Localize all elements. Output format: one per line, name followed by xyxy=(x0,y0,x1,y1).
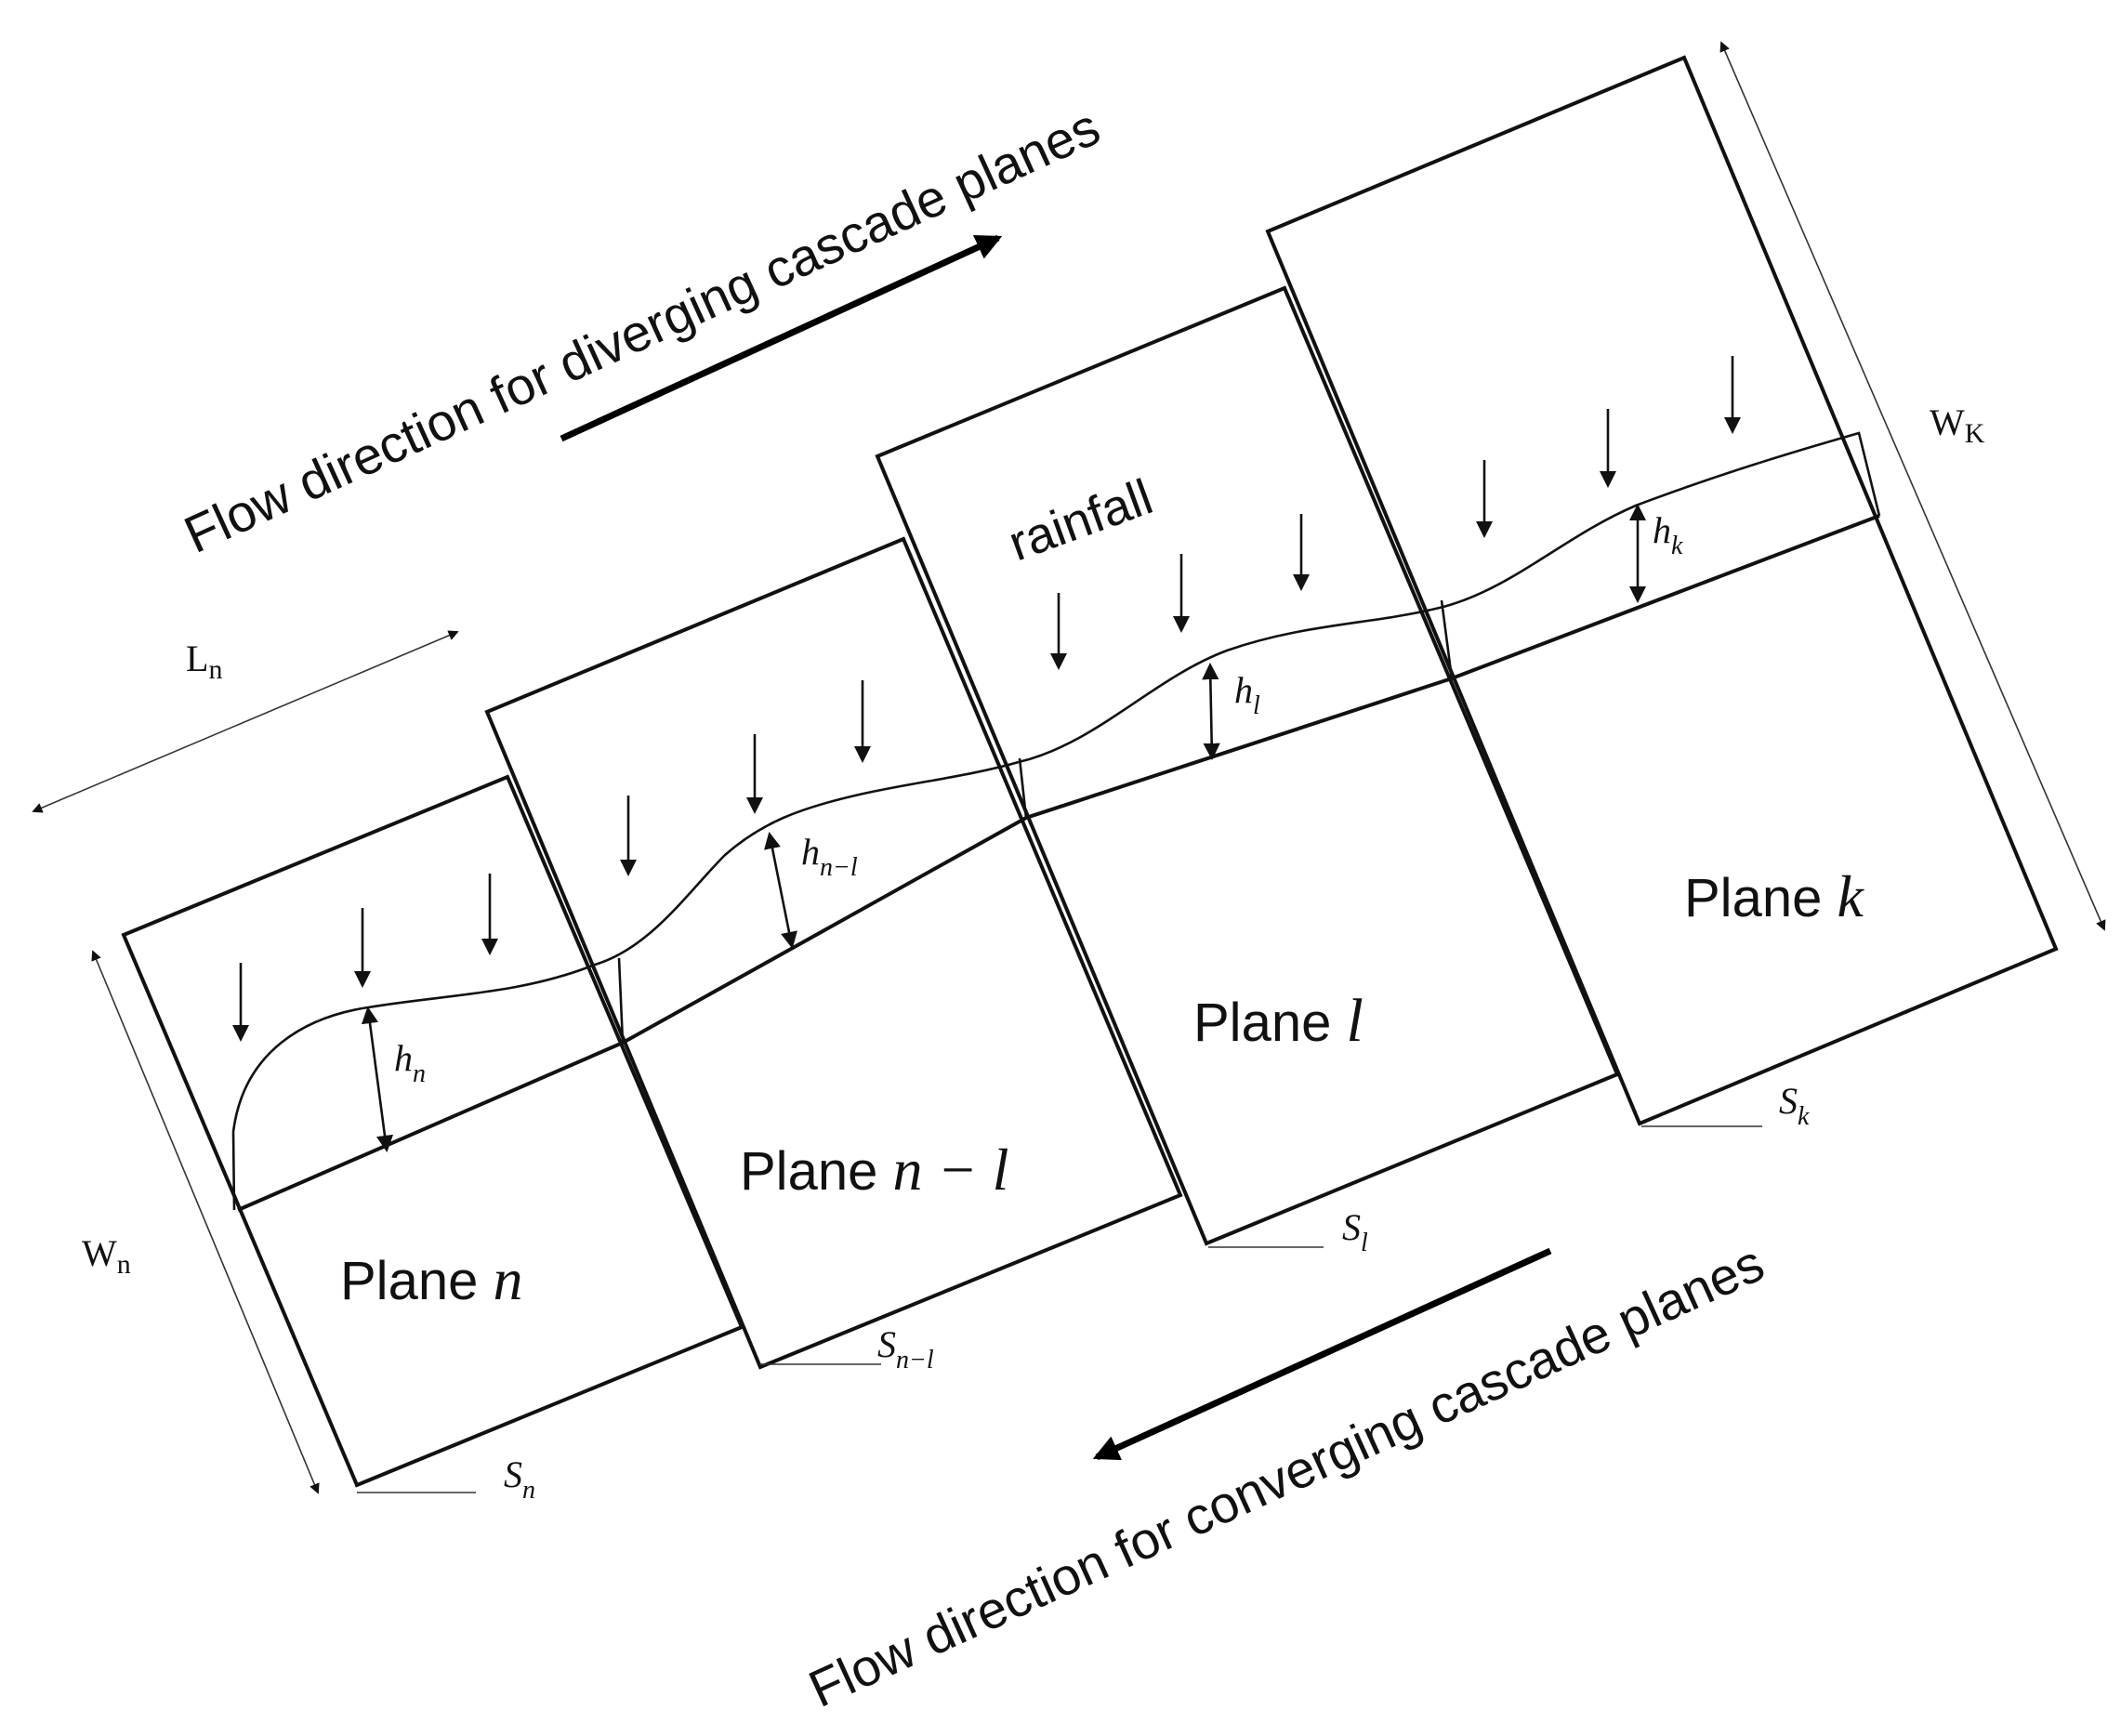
slope-label-n: Sn xyxy=(504,1453,535,1505)
slope-label-n-minus-l: Sn−l xyxy=(877,1323,934,1374)
rainfall-arrows xyxy=(231,356,1742,1043)
slope-label-k: Sk xyxy=(1779,1080,1810,1131)
diverging-flow-label: Flow direction for diverging cascade pla… xyxy=(176,97,1108,564)
plane-l-rect xyxy=(875,285,1620,1246)
slope-label-l: Sl xyxy=(1342,1206,1368,1257)
diverging-flow-arrow xyxy=(560,234,1003,442)
water-surface-n xyxy=(231,760,1020,1211)
depth-label-k: hk xyxy=(1653,509,1683,560)
depth-arrow-l xyxy=(1202,662,1220,761)
depth-label-n-minus-l: hn−l xyxy=(801,831,858,882)
length-dimension-arrow xyxy=(32,630,459,813)
width-k-dimension-arrow xyxy=(1719,41,2106,931)
width-n-label: Wn xyxy=(82,1232,131,1280)
plane-n-minus-l-label: Plane n − l xyxy=(740,1137,1008,1203)
depth-arrow-n-minus-l xyxy=(764,832,797,949)
plane-n-minus-l-rect xyxy=(484,536,1183,1370)
plane-k-rect xyxy=(1265,55,2059,1126)
length-label: Ln xyxy=(186,638,222,685)
depth-label-l: hl xyxy=(1234,669,1260,720)
width-n-dimension-arrow xyxy=(91,950,320,1494)
converging-flow-arrow xyxy=(1092,1247,1552,1461)
width-k-label: WK xyxy=(1930,401,1985,449)
plane-l-label: Plane l xyxy=(1193,987,1364,1055)
plane-n-rect xyxy=(121,774,744,1488)
water-surface-l xyxy=(1018,608,1432,764)
plane-n-label: Plane n xyxy=(340,1246,522,1312)
depth-arrow-n xyxy=(361,1006,394,1153)
converging-flow-label: Flow direction for converging cascade pl… xyxy=(800,1233,1772,1718)
rainfall-label: rainfall xyxy=(1002,468,1160,572)
plane-k-label: Plane k xyxy=(1684,863,1864,929)
depth-label-n: hn xyxy=(394,1037,426,1088)
